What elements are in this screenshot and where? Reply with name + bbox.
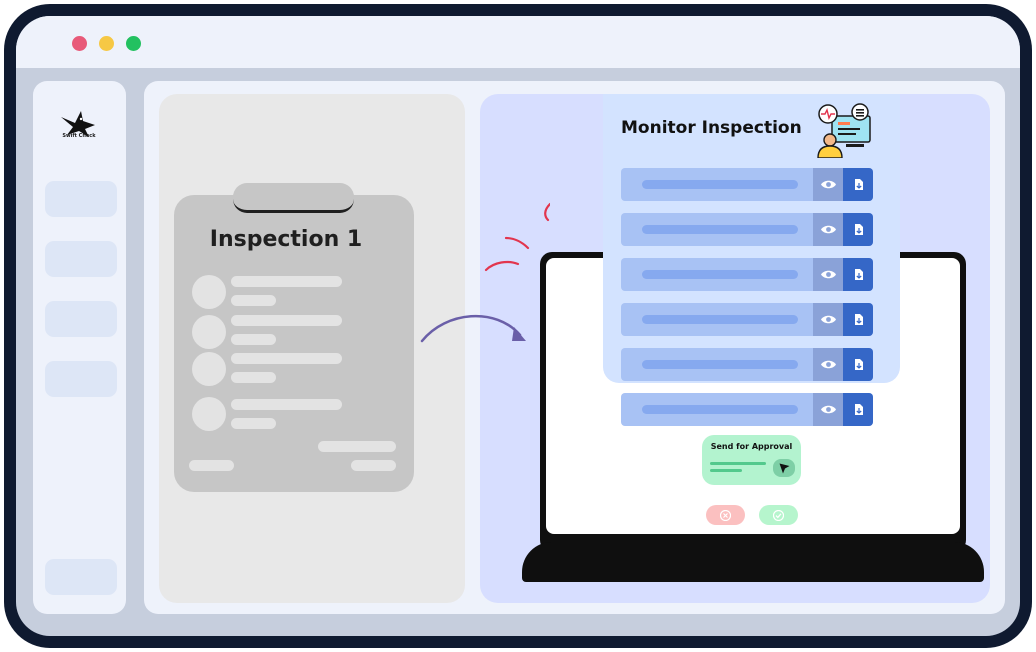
clipboard-line xyxy=(231,418,276,429)
clipboard-line xyxy=(231,399,342,410)
clipboard-line xyxy=(189,460,234,471)
download-button[interactable] xyxy=(843,348,873,381)
clipboard-line xyxy=(318,441,396,452)
eye-icon xyxy=(820,180,836,189)
download-icon xyxy=(855,269,863,280)
inspection-row-4 xyxy=(621,303,873,336)
eye-icon xyxy=(820,270,836,279)
close-icon xyxy=(720,509,731,521)
eye-icon xyxy=(820,315,836,324)
view-button[interactable] xyxy=(813,258,843,291)
clipboard-clip xyxy=(233,183,354,213)
clipboard-line xyxy=(231,276,342,287)
inspection-row-5 xyxy=(621,348,873,381)
send-icon xyxy=(779,463,789,473)
clipboard-line xyxy=(231,353,342,364)
download-button[interactable] xyxy=(843,393,873,426)
accept-button[interactable] xyxy=(759,505,798,525)
laptop-base xyxy=(522,542,984,582)
sidebar: Swift Check xyxy=(33,81,126,614)
monitor-dashboard-icon xyxy=(817,103,871,158)
row-placeholder-bar xyxy=(642,225,798,234)
inspection-row-6 xyxy=(621,393,873,426)
eye-icon xyxy=(820,360,836,369)
reject-button[interactable] xyxy=(706,505,745,525)
send-for-approval-label: Send for Approval xyxy=(710,442,793,451)
inspection-row-3 xyxy=(621,258,873,291)
maximize-window-button[interactable] xyxy=(126,36,141,51)
sidebar-item-1[interactable] xyxy=(45,181,117,217)
view-button[interactable] xyxy=(813,393,843,426)
download-icon xyxy=(855,179,863,190)
row-placeholder-bar xyxy=(642,405,798,414)
close-window-button[interactable] xyxy=(72,36,87,51)
download-button[interactable] xyxy=(843,168,873,201)
row-placeholder-bar xyxy=(642,180,798,189)
clipboard-line xyxy=(231,295,276,306)
send-for-approval-card[interactable]: Send for Approval xyxy=(702,435,801,485)
download-icon xyxy=(855,314,863,325)
clipboard-avatar-2 xyxy=(192,315,226,349)
sidebar-item-2[interactable] xyxy=(45,241,117,277)
clipboard-avatar-3 xyxy=(192,352,226,386)
download-icon xyxy=(855,224,863,235)
view-button[interactable] xyxy=(813,213,843,246)
clipboard-title: Inspection 1 xyxy=(209,227,363,252)
download-icon xyxy=(855,404,863,415)
sidebar-item-5[interactable] xyxy=(45,559,117,595)
clipboard-line xyxy=(231,315,342,326)
minimize-window-button[interactable] xyxy=(99,36,114,51)
flow-arrow-icon xyxy=(420,314,526,343)
inspection-row-1 xyxy=(621,168,873,201)
clipboard-avatar-4 xyxy=(192,397,226,431)
approval-line xyxy=(710,469,742,472)
download-button[interactable] xyxy=(843,258,873,291)
title-bar xyxy=(16,16,1020,68)
logo-text: Swift Check xyxy=(62,133,96,139)
send-button[interactable] xyxy=(773,459,795,477)
row-placeholder-bar xyxy=(642,360,798,369)
bird-logo-icon xyxy=(61,111,95,137)
app-window: Swift Check Inspection 1 Monitor xyxy=(16,16,1020,636)
row-placeholder-bar xyxy=(642,315,798,324)
inspection-row-2 xyxy=(621,213,873,246)
clipboard-avatar-1 xyxy=(192,275,226,309)
sidebar-item-4[interactable] xyxy=(45,361,117,397)
row-placeholder-bar xyxy=(642,270,798,279)
check-icon xyxy=(773,509,784,521)
download-button[interactable] xyxy=(843,303,873,336)
sidebar-item-3[interactable] xyxy=(45,301,117,337)
clipboard-line xyxy=(231,372,276,383)
clipboard-line xyxy=(231,334,276,345)
view-button[interactable] xyxy=(813,348,843,381)
spark-lines-icon xyxy=(484,202,550,272)
clipboard-line xyxy=(351,460,396,471)
approval-line xyxy=(710,462,766,465)
download-button[interactable] xyxy=(843,213,873,246)
eye-icon xyxy=(820,405,836,414)
view-button[interactable] xyxy=(813,168,843,201)
download-icon xyxy=(855,359,863,370)
eye-icon xyxy=(820,225,836,234)
monitor-inspection-title: Monitor Inspection xyxy=(621,118,802,138)
view-button[interactable] xyxy=(813,303,843,336)
